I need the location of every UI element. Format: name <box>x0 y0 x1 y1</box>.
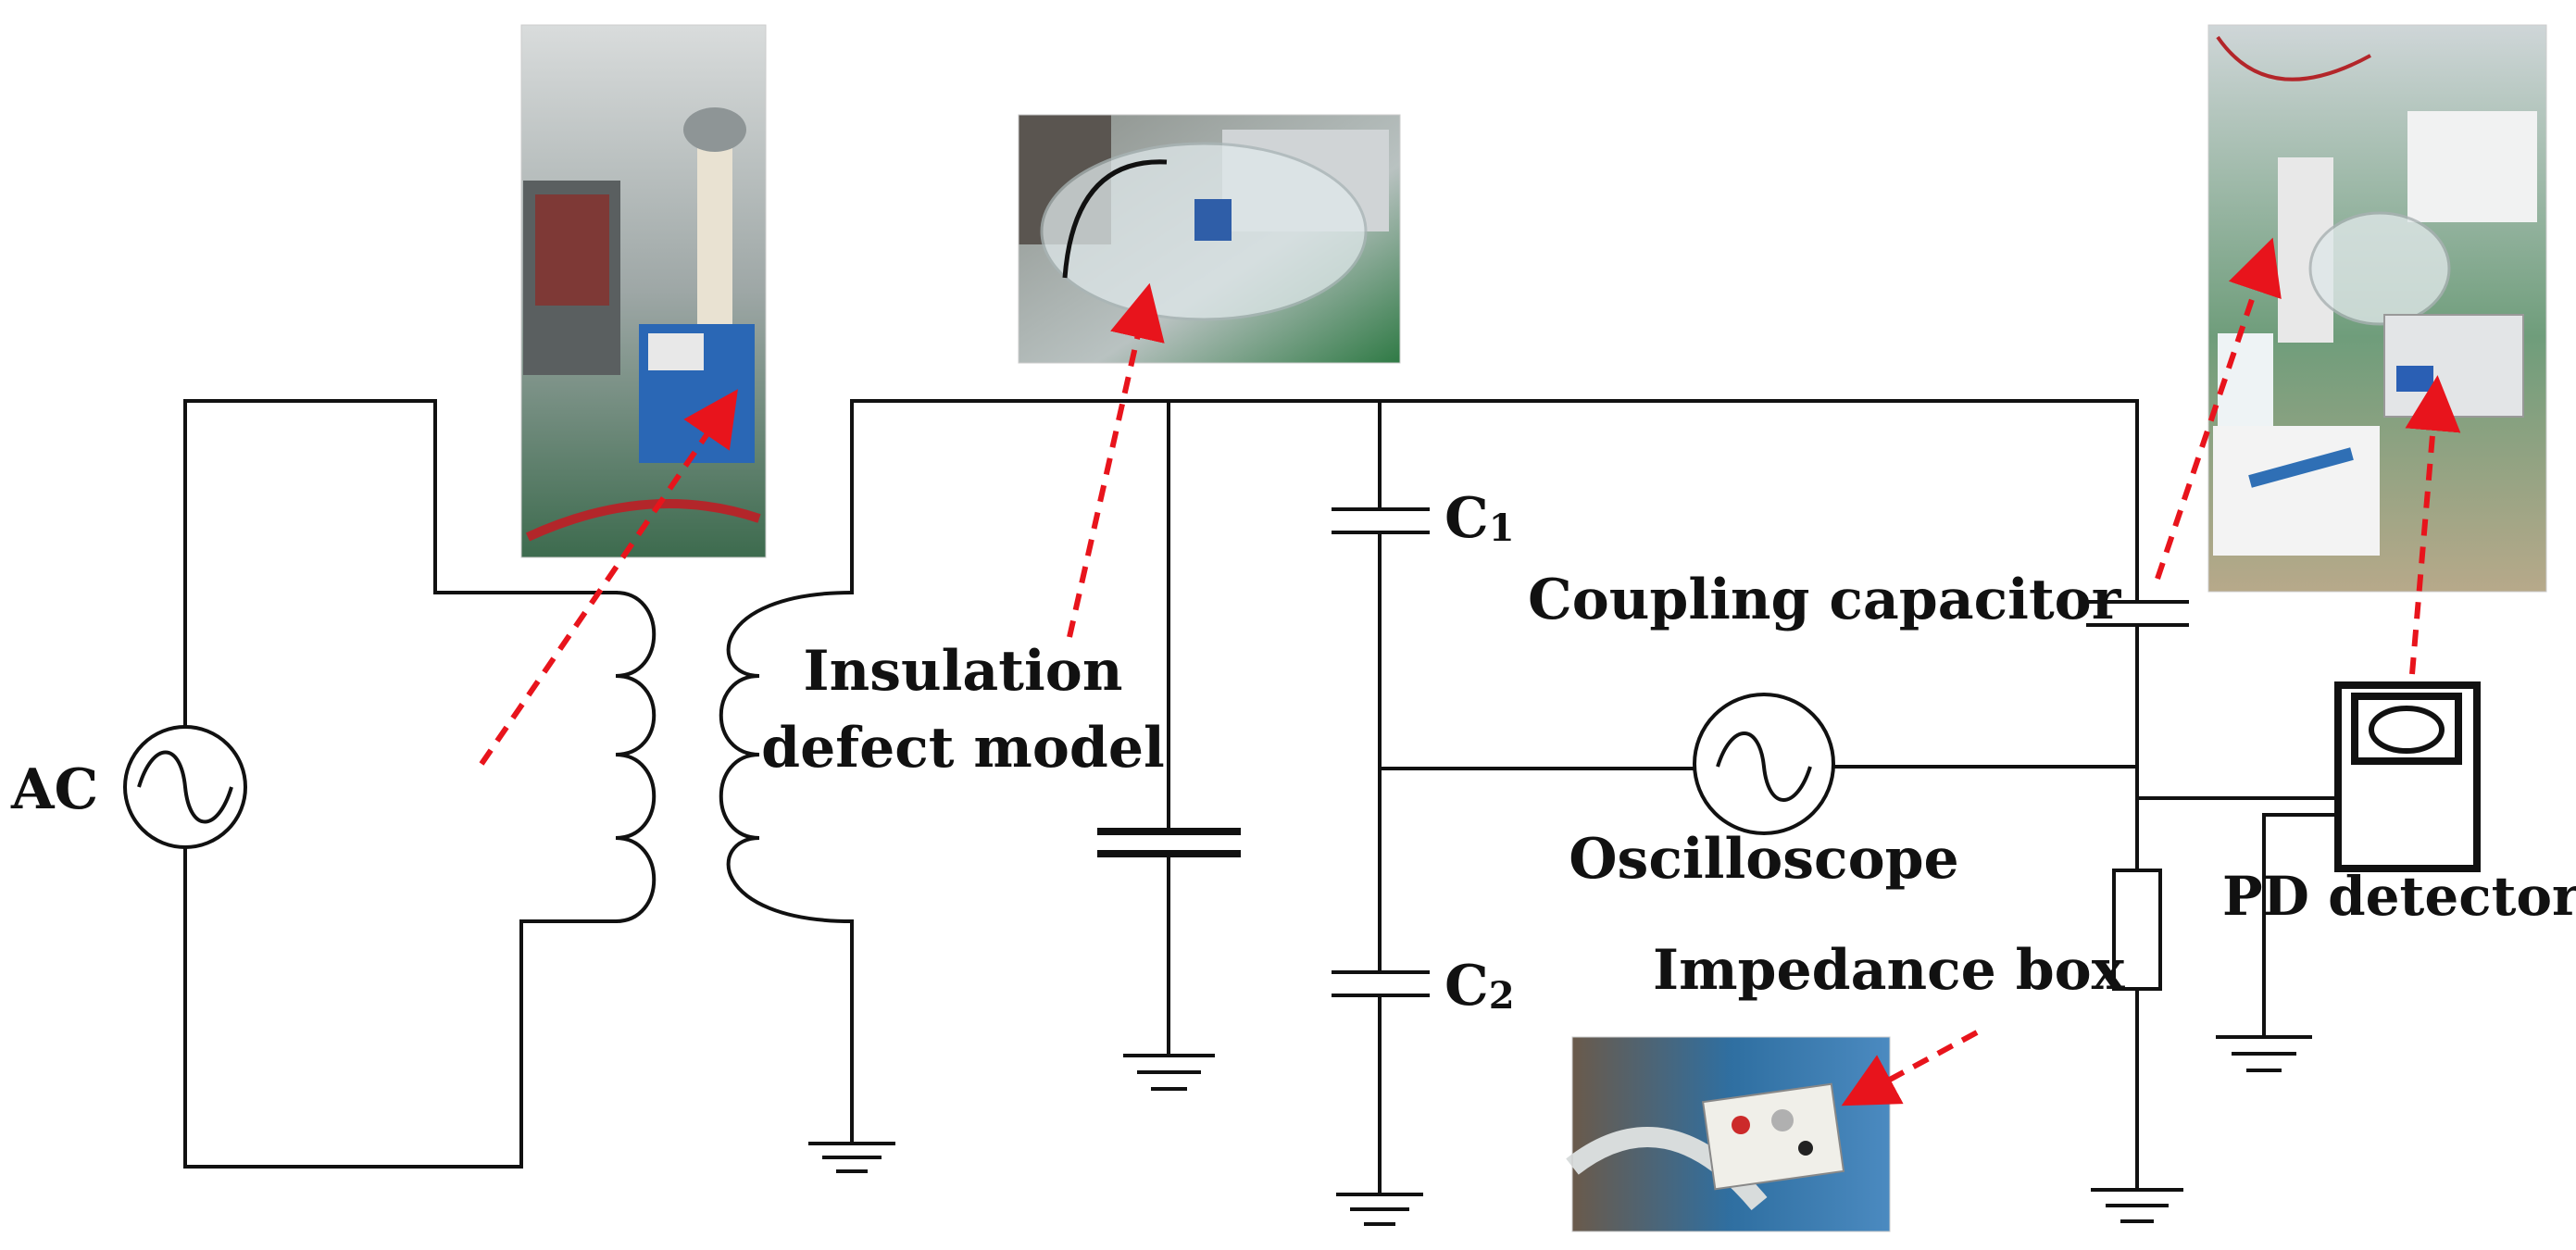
c2-capacitor <box>1332 970 1430 997</box>
ground-symbol-pd <box>2216 1035 2312 1072</box>
coupling-capacitor-label: Coupling capacitor <box>1528 568 2122 632</box>
arrow-to-pd-in-photo <box>2405 375 2461 675</box>
ground-symbol-divider <box>1336 1193 1423 1226</box>
coupling-capacitor <box>2086 600 2189 627</box>
pd-detector-label: PD detector <box>2222 865 2576 928</box>
impedance-photo <box>1566 1036 1891 1232</box>
oscilloscope-symbol <box>1693 693 1835 835</box>
c2-label: C2 <box>1444 954 1515 1019</box>
impedance-resistor <box>2112 869 2162 991</box>
ground-symbol-test-object <box>1123 1054 1215 1091</box>
transformer-photo <box>520 24 767 558</box>
impedance-box-label: Impedance box <box>1653 938 2126 1003</box>
c1-label: C1 <box>1444 486 1515 551</box>
arrow-to-defect-model-photo <box>1067 282 1165 638</box>
ac-label: AC <box>10 757 98 822</box>
insulation-defect-label-line1: Insulation <box>804 639 1123 704</box>
annotation-arrows <box>479 237 2461 1106</box>
defect-model-photo <box>1018 114 1401 364</box>
test-object-capacitor <box>1097 828 1241 857</box>
transformer-secondary-coil <box>719 590 855 924</box>
ground-symbol-secondary <box>808 1142 895 1173</box>
arrow-to-transformer-photo <box>479 389 738 766</box>
circuit-wires <box>183 399 2340 1196</box>
insulation-defect-label-line2: defect model <box>761 716 1165 781</box>
ac-source-symbol <box>123 725 247 849</box>
arrow-to-impedance-photo <box>1841 1030 1979 1106</box>
oscilloscope-label: Oscilloscope <box>1569 827 1958 892</box>
lab-photo <box>2207 24 2547 593</box>
ground-symbol-impedance <box>2091 1188 2183 1223</box>
c1-capacitor <box>1332 507 1430 534</box>
pd-detector-device <box>2334 681 2481 872</box>
transformer-primary-coil <box>613 590 657 924</box>
